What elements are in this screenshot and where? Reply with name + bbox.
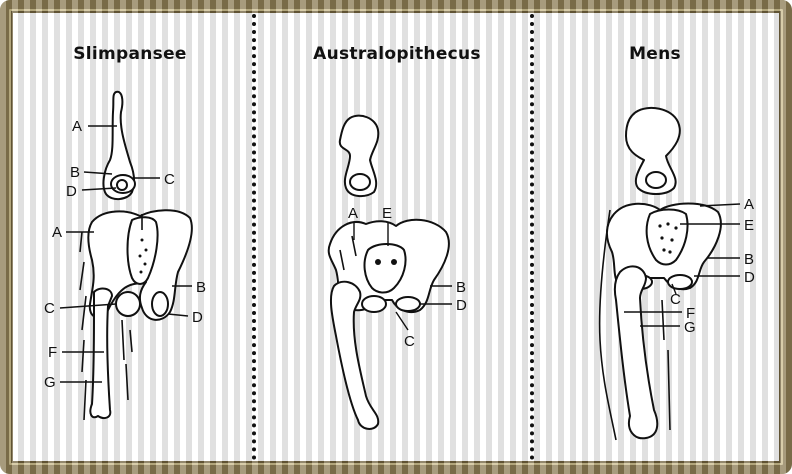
australopithecus-skeleton: A E B D C [329,116,467,429]
human-femur-shaft [615,266,657,438]
human-label-E: E [744,217,754,234]
australo-femur-socket [350,174,370,190]
human-leg-line [662,300,670,430]
human-label-A: A [744,196,754,213]
chimp-label-B-top: B [70,164,80,181]
chimp-label-D-top: D [66,183,77,200]
australo-hip-socket [362,296,386,312]
human-label-C: C [670,291,681,308]
human-label-B: B [744,251,754,268]
australo-sacrum-dot-1 [375,259,381,265]
chimpanzee-skeleton: A B C D A B C D F G [44,92,206,420]
chimp-obturator [152,292,168,316]
australo-label-E: E [382,205,392,222]
chimp-label-A-bottom: A [52,224,62,241]
chimp-label-B-bottom: B [196,279,206,296]
human-label-D: D [744,269,755,286]
chimp-label-C-top: C [164,171,175,188]
human-femur-socket [646,172,666,188]
australo-label-B: B [456,279,466,296]
chimp-hip-socket [116,292,140,316]
human-obturator [668,275,692,289]
chimp-label-G: G [44,374,56,391]
human-skeleton: A E B D C F G [600,108,755,440]
chimp-label-A-top: A [72,118,82,135]
chimp-label-C-bottom: C [44,300,55,317]
australo-label-C: C [404,333,415,350]
human-label-G: G [684,319,696,336]
australo-label-D: D [456,297,467,314]
chimp-label-D-bottom: D [192,309,203,326]
australo-obturator [396,297,420,311]
australo-label-A: A [348,205,358,222]
chimp-femur-socket [117,180,127,190]
australo-sacrum-dot-2 [391,259,397,265]
chimp-label-F: F [48,344,57,361]
chimp-femur-shaft [90,289,112,418]
